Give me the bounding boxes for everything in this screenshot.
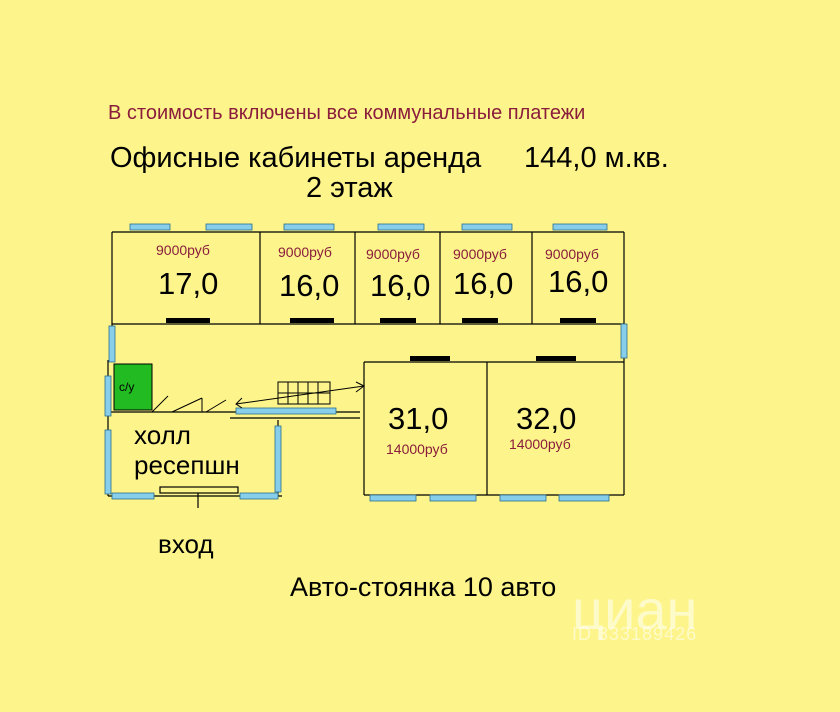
office-2-price: 9000руб [278, 244, 332, 260]
office-7-price: 14000руб [509, 436, 571, 452]
office-3-size: 16,0 [370, 268, 431, 303]
hall-label: холл [134, 420, 191, 450]
floor-label: 2 этаж [306, 172, 393, 204]
windows [104, 223, 628, 502]
office-1-size: 17,0 [158, 266, 219, 301]
staircase [235, 381, 365, 409]
office-3-price: 9000руб [366, 246, 420, 262]
reception-label: ресепшн [134, 450, 240, 480]
office-5-size: 16,0 [548, 264, 609, 299]
wc-label: с/у [119, 380, 135, 394]
office-6-size: 31,0 [388, 401, 449, 436]
page-title: Офисные кабинеты аренда [110, 142, 482, 174]
watermark-id: ID 333189426 [572, 624, 698, 644]
office-4-size: 16,0 [453, 266, 514, 301]
hall-doors [151, 395, 227, 413]
office-6-price: 14000руб [386, 441, 448, 457]
watermark-logo: циан [572, 578, 698, 641]
entrance-label: вход [158, 529, 214, 559]
office-2-size: 16,0 [279, 268, 340, 303]
doors [166, 318, 596, 361]
office-7-size: 32,0 [516, 401, 577, 436]
total-area: 144,0 м.кв. [524, 142, 669, 174]
office-1-price: 9000руб [156, 242, 210, 258]
office-4-price: 9000руб [453, 246, 507, 262]
wc-room [113, 363, 153, 411]
parking-label: Авто-стоянка 10 авто [290, 572, 557, 602]
utilities-notice: В стоимость включены все коммунальные пл… [108, 102, 586, 124]
office-5-price: 9000руб [545, 246, 599, 262]
